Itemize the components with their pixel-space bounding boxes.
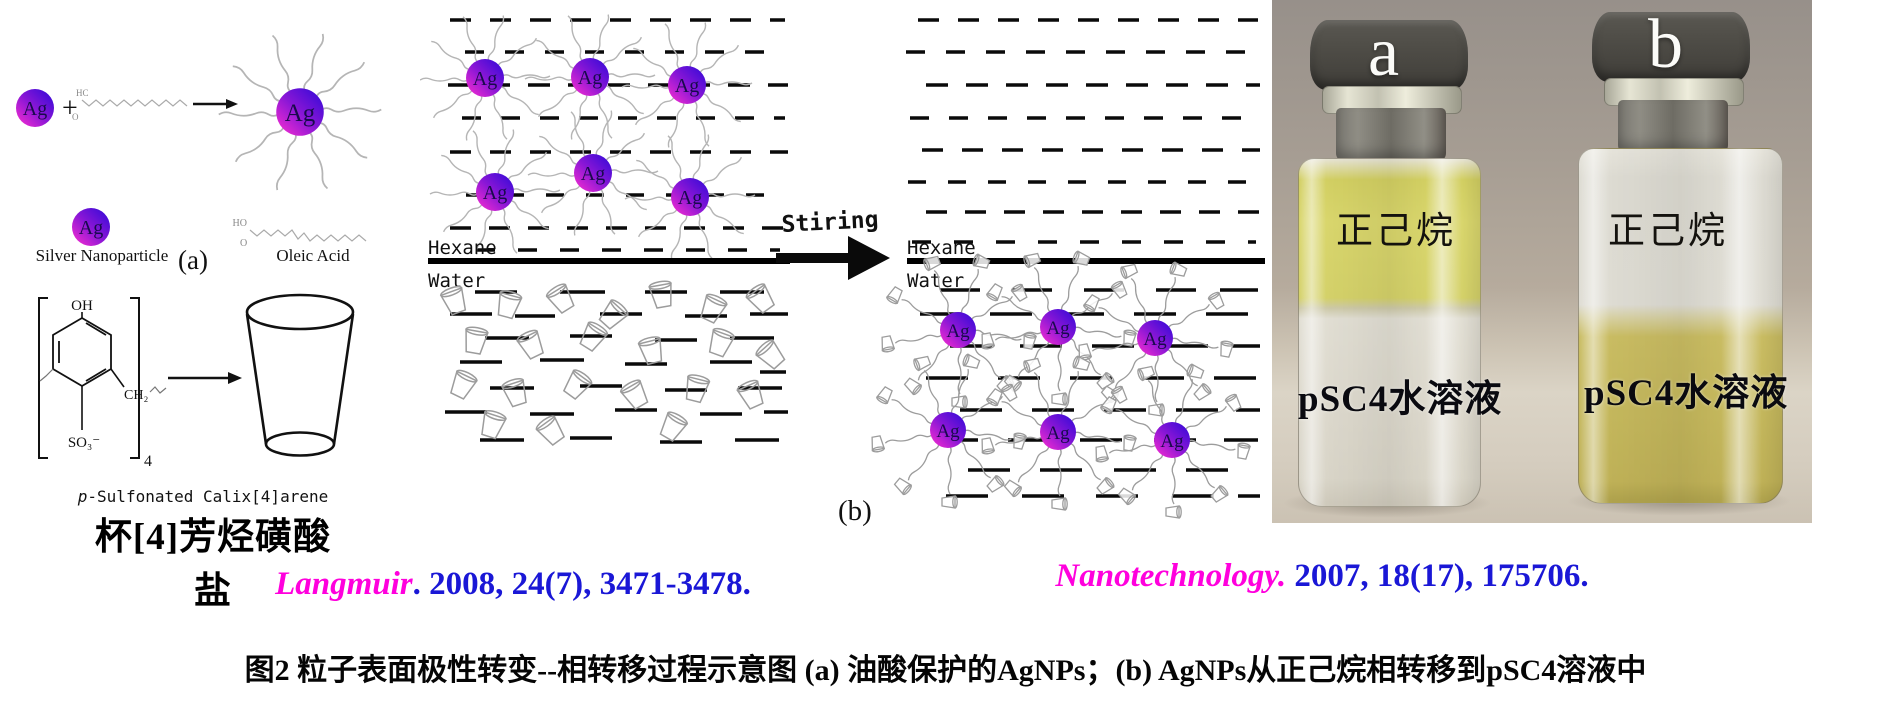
- calixarene-name-chinese: 杯[4]芳烃磺酸盐: [94, 517, 332, 612]
- vials-photo: a 正己烷 pSC4水溶液 b 正己烷 pSC4水溶液: [1272, 0, 1812, 523]
- carboxyl-hc-label: HC: [76, 88, 89, 98]
- oh-label: OH: [71, 298, 93, 314]
- calixarene-name-prefix: p: [77, 487, 88, 506]
- vial-a-body: [1298, 158, 1481, 507]
- citation-nanotechnology: Nanotechnology. 2007, 18(17), 175706.: [1002, 558, 1642, 595]
- vial-b-body: [1578, 148, 1783, 504]
- scheme-a-drawing: Ag + HC O Ag HO O 4 OH SO₃⁻: [16, 0, 420, 470]
- calix-arrow: [168, 372, 242, 384]
- calix-cup-drawing: [245, 293, 355, 457]
- vial-b-hexane-label: 正己烷: [1608, 211, 1728, 252]
- oleic-acid-label: Oleic Acid: [276, 246, 350, 265]
- vial-a-letter: a: [1368, 14, 1400, 91]
- ag-nanoparticle-legend: [72, 208, 110, 246]
- oleic-acid-chain: [81, 99, 188, 107]
- hexane-dashes-left: [448, 18, 788, 252]
- ch2-label: CH₂: [124, 388, 148, 403]
- vial-a-stopper: [1336, 108, 1446, 162]
- hexane-dashes-right: [906, 18, 1260, 244]
- calixarene-brackets: [38, 297, 140, 459]
- scheme-b-drawing: Hexane Water: [420, 0, 1265, 527]
- ch2-bond: [110, 368, 125, 388]
- vial-b-letter: b: [1648, 6, 1683, 83]
- figure-caption: 图2 粒子表面极性转变--相转移过程示意图 (a) 油酸保护的AgNPs；(b)…: [244, 654, 1647, 687]
- ch2-link-squiggle: [149, 386, 167, 394]
- panel-b-label: (b): [838, 495, 872, 527]
- ag-symbol: Ag: [79, 217, 103, 239]
- calixarene-name: p-Sulfonated Calix[4]arene: [58, 487, 348, 506]
- bracket-subscript: 4: [144, 453, 152, 470]
- stirring-arrow: [776, 236, 890, 280]
- water-segments-right: [920, 288, 1260, 498]
- ag-symbol: Ag: [23, 98, 47, 120]
- oleic-o-label: O: [240, 238, 247, 249]
- oleic-capped-np-product: [219, 34, 382, 191]
- citation-details: . 2008, 24(7), 3471-3478.: [412, 566, 751, 602]
- citation-journal: Nanotechnology.: [1055, 558, 1287, 594]
- left-link-squiggle: [39, 368, 54, 382]
- oleic-ho-label: HO: [233, 218, 247, 229]
- hexane-label-left: Hexane: [428, 237, 497, 259]
- vial-b-psc4-label: pSC4水溶液: [1584, 373, 1789, 414]
- vial-a-hexane-label: 正己烷: [1336, 211, 1456, 252]
- oleic-acid-structure: [249, 229, 367, 242]
- vial-a-cap: [1310, 20, 1468, 90]
- vial-a-psc4-label: pSC4水溶液: [1298, 379, 1503, 420]
- vial-b-cap: [1592, 12, 1750, 82]
- calixarene-name-rest: -Sulfonated Calix[4]arene: [87, 487, 329, 506]
- stirring-label: Stiring: [781, 207, 879, 238]
- hexane-label-right: Hexane: [907, 237, 976, 259]
- so3-label: SO₃⁻: [68, 435, 100, 451]
- benzene-ring: [52, 316, 112, 388]
- citation-journal: Langmuir: [275, 566, 413, 602]
- water-label-right: Water: [907, 270, 964, 292]
- reaction-arrow: [193, 99, 238, 109]
- carboxyl-o-label: O: [72, 112, 79, 122]
- vial-b-stopper: [1618, 100, 1728, 154]
- water-label-left: Water: [428, 270, 485, 292]
- silver-nanoparticle-label: Silver Nanoparticle: [35, 246, 169, 265]
- plus-sign: +: [62, 93, 78, 124]
- citation-details: 2007, 18(17), 175706.: [1286, 558, 1589, 594]
- citation-langmuir: Langmuir. 2008, 24(7), 3471-3478.: [243, 566, 783, 603]
- ag-nanoparticle-reactant: [16, 89, 54, 127]
- panel-a-label: (a): [178, 245, 208, 275]
